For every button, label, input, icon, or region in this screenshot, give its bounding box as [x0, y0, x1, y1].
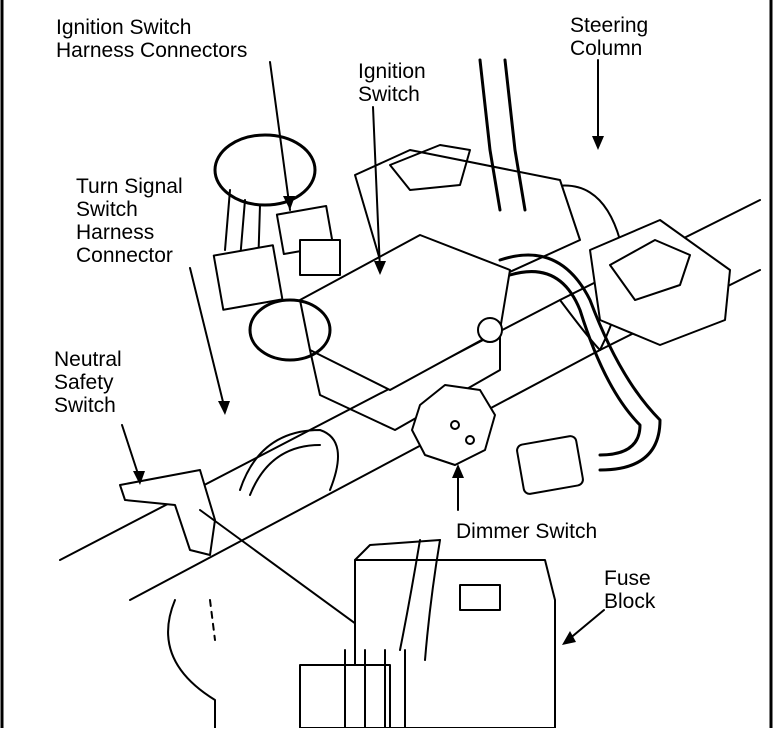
label-dimmer-switch: Dimmer Switch: [456, 520, 597, 543]
label-line: Fuse: [604, 567, 651, 590]
leader-lines: [121, 59, 605, 641]
label-line: Dimmer Switch: [456, 520, 598, 543]
ignition-switch-body: [299, 234, 511, 431]
label-line: Block: [604, 590, 656, 613]
label-line: Column: [570, 37, 643, 60]
label-line: Switch: [358, 83, 420, 106]
leader-arrowheads: [133, 136, 604, 645]
label-line: Neutral: [54, 348, 122, 371]
label-line: Turn Signal: [76, 175, 183, 198]
label-line: Ignition: [358, 60, 426, 83]
upper-wire-bundle: [478, 58, 502, 212]
upper-wire-bundle-edge: [503, 58, 527, 212]
label-line: Ignition Switch: [56, 16, 192, 39]
label-turn-signal-switch-harness-connector: Turn Signal Switch Harness Connector: [76, 175, 183, 267]
label-fuse-block: Fuse Block: [604, 567, 655, 613]
dimmer-switch-body: [411, 384, 496, 466]
label-ignition-switch-harness-connectors: Ignition Switch Harness Connectors: [56, 16, 247, 62]
neutral-safety-switch-body: [119, 469, 216, 556]
right-connector: [516, 435, 584, 495]
neutral-switch-wires: [239, 429, 339, 491]
right-harness-loop-inner: [508, 270, 642, 457]
label-steering-column: Steering Column: [570, 14, 648, 60]
label-line: Connector: [76, 244, 173, 267]
label-line: Harness: [76, 221, 155, 244]
label-line: Switch: [76, 198, 138, 221]
label-neutral-safety-switch: Neutral Safety Switch: [54, 348, 122, 417]
label-ignition-switch: Ignition Switch: [358, 60, 426, 106]
label-line: Switch: [54, 394, 116, 417]
lower-left-wire: [167, 599, 216, 729]
harness-connectors: [212, 204, 341, 311]
right-harness-loop: [498, 253, 662, 472]
label-line: Harness Connectors: [56, 39, 248, 62]
label-line: Safety: [54, 371, 114, 394]
fuse-block-body: [299, 539, 556, 729]
label-line: Steering: [570, 14, 649, 37]
